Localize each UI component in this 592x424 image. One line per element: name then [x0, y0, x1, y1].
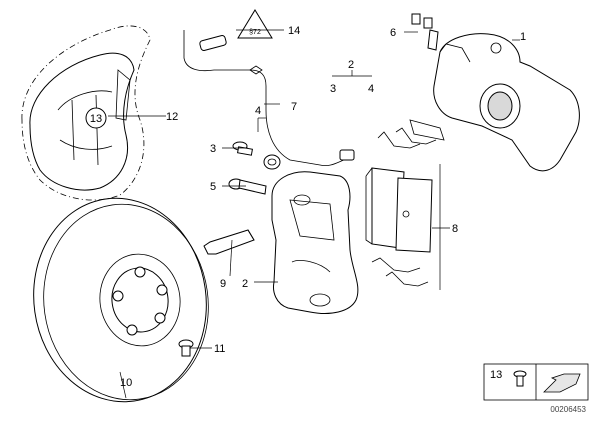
label-13-legend: 13	[490, 369, 502, 381]
label-8: 8	[452, 223, 458, 235]
label-3: 3	[210, 143, 216, 155]
disc-screw	[178, 339, 194, 357]
label-6: 6	[390, 27, 396, 39]
callout-labels: 1 2 3 4 4 7 14 6 12 3 5 8 9 2 11 10 13	[120, 25, 526, 389]
grease-tube	[203, 229, 255, 255]
label-5: 5	[210, 181, 216, 193]
label-14: 14	[288, 25, 300, 37]
label-9: 9	[220, 278, 226, 290]
label-11: 11	[214, 343, 225, 355]
warning-triangle-icon: §72	[237, 9, 273, 39]
warning-symbol-text: §72	[249, 29, 261, 36]
label-12: 12	[166, 111, 178, 123]
legend-box	[483, 363, 589, 401]
brake-disc	[33, 197, 209, 403]
label-2: 2	[242, 278, 248, 290]
callout-13-circle: 13	[85, 107, 107, 129]
label-7: 7	[291, 101, 297, 113]
caliper-carrier	[271, 171, 359, 314]
bolt-5	[228, 178, 267, 195]
label-3-top: 3	[330, 83, 336, 95]
label-13: 13	[90, 113, 102, 125]
label-2-top: 2	[348, 59, 354, 71]
label-4: 4	[255, 105, 261, 117]
leader-lines	[108, 29, 520, 399]
bolt-3	[232, 141, 253, 156]
cursor-arrow-icon	[543, 373, 581, 393]
bleed-valve	[411, 13, 439, 51]
label-1: 1	[520, 31, 526, 43]
label-4-top: 4	[368, 83, 374, 95]
caliper-housing	[409, 33, 580, 172]
document-id: 00206453	[550, 405, 586, 414]
label-10: 10	[120, 377, 132, 389]
dust-shield	[21, 25, 151, 201]
brake-pad-set	[365, 127, 437, 287]
sensor-grommet	[263, 154, 281, 170]
wear-sensor-cable	[183, 30, 355, 167]
